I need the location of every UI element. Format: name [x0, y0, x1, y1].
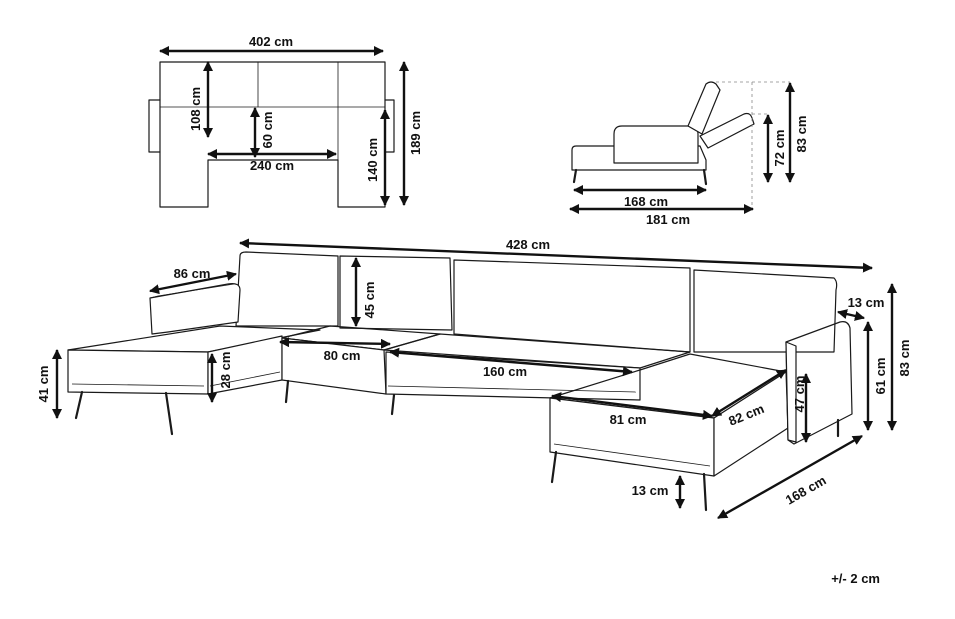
leg-3	[284, 379, 290, 404]
label-main-13-arm: 13 cm	[848, 295, 885, 310]
side-view: 168 cm 181 cm 72 cm 83 cm	[568, 81, 809, 227]
dim-main-160	[388, 347, 634, 377]
label-main-61: 61 cm	[873, 358, 888, 395]
label-side-181: 181 cm	[646, 212, 690, 227]
side-view-leg-right	[702, 168, 708, 186]
backrest-module-1	[235, 251, 339, 327]
label-side-72: 72 cm	[772, 130, 787, 167]
label-top-189: 189 cm	[408, 111, 423, 155]
label-side-168: 168 cm	[624, 194, 668, 209]
tolerance-note: +/- 2 cm	[831, 571, 880, 586]
label-main-80: 80 cm	[324, 348, 361, 363]
top-view-armrest-left	[148, 99, 161, 153]
label-top-60: 60 cm	[260, 112, 275, 149]
leg-5	[550, 450, 558, 484]
dim-main-428	[238, 238, 874, 273]
label-main-47: 47 cm	[792, 376, 807, 413]
side-view-upright-back	[687, 81, 721, 135]
right-chaise-side	[713, 371, 789, 477]
dim-main-86	[149, 270, 237, 295]
leg-2	[164, 391, 174, 436]
dim-main-82	[711, 368, 787, 418]
left-chaise-base	[71, 371, 281, 387]
right-armrest	[785, 321, 853, 445]
dim-main-13-arm	[837, 309, 865, 321]
seat-front-center-base	[387, 385, 637, 393]
main-view: 428 cm 86 cm 45 cm 13 cm 80 cm 160 cm 41…	[36, 237, 912, 520]
leg-4	[390, 393, 396, 416]
leg-6	[702, 472, 708, 512]
label-main-81: 81 cm	[610, 412, 647, 427]
side-view-leg-left	[572, 168, 578, 184]
label-main-428: 428 cm	[506, 237, 550, 252]
backrest-module-4	[693, 269, 838, 353]
label-main-45: 45 cm	[362, 282, 377, 319]
dim-main-81	[550, 392, 714, 420]
side-view-reclined-back	[699, 112, 755, 149]
left-chaise-front	[67, 349, 209, 395]
label-top-140: 140 cm	[365, 138, 380, 182]
seat-front-1	[281, 337, 387, 395]
side-view-seat-cushion	[613, 125, 699, 164]
label-main-13-leg: 13 cm	[632, 483, 669, 498]
backrest-module-3	[453, 259, 691, 353]
top-view: 402 cm 108 cm 60 cm 240 cm 140 cm 189 cm	[148, 34, 423, 208]
label-side-83: 83 cm	[794, 116, 809, 153]
label-top-108: 108 cm	[188, 87, 203, 131]
label-main-83: 83 cm	[897, 340, 912, 377]
dim-main-80	[278, 337, 392, 349]
right-chaise-front	[549, 397, 715, 477]
label-main-86: 86 cm	[174, 266, 211, 281]
label-top-402: 402 cm	[249, 34, 293, 49]
top-view-armrest-right	[384, 99, 395, 153]
label-top-240: 240 cm	[250, 158, 294, 173]
dim-main-168	[717, 434, 863, 520]
right-chaise-base	[553, 443, 711, 467]
label-main-28: 28 cm	[218, 352, 233, 389]
label-main-160: 160 cm	[483, 364, 527, 379]
label-main-41: 41 cm	[36, 366, 51, 403]
leg-1	[74, 390, 84, 420]
